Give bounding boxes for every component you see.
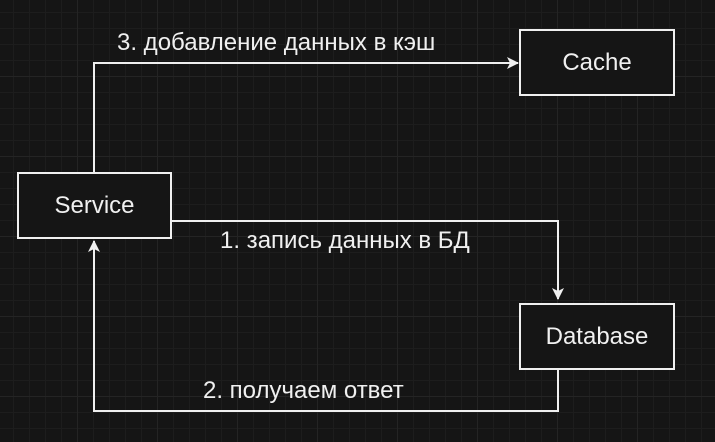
service-node[interactable]: Service [17,172,172,239]
edge-label-write-db: 1. запись данных в БД [220,227,470,254]
edge-database-to-service [88,240,559,412]
cache-node[interactable]: Cache [519,29,675,96]
service-node-label: Service [54,191,135,219]
edge-service-to-cache [93,57,519,172]
cache-node-label: Cache [562,48,632,76]
edge-service-to-database [171,220,564,300]
edge-label-add-cache: 3. добавление данных в кэш [117,29,436,56]
database-node[interactable]: Database [519,303,675,370]
database-node-label: Database [545,322,649,350]
edge-label-get-response: 2. получаем ответ [203,377,404,404]
